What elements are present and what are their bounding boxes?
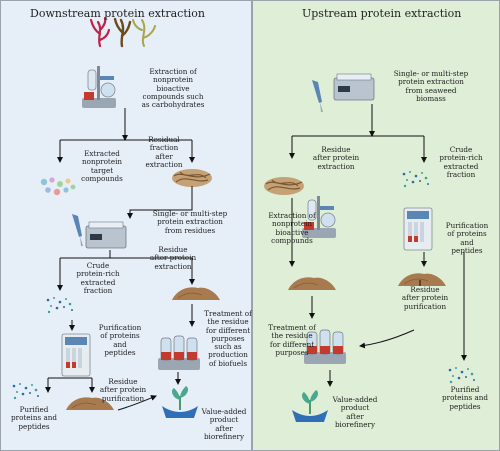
residue-pile-icon: [287, 276, 337, 291]
pipette-icon: [312, 80, 323, 112]
left-panel-title: Downstream protein extraction: [30, 7, 205, 20]
seaweed-icon: [89, 16, 157, 48]
label-residue-after-extraction: Residue after protein extraction: [312, 145, 360, 171]
residue-fibres-icon: [171, 168, 213, 188]
value-added-icon: [161, 385, 199, 419]
label-single-multi-step-biomass: Single- or multi-step protein extraction…: [393, 69, 469, 103]
label-residue-after-purification: Residue after protein purification: [99, 377, 147, 403]
protein-dots-icon: [46, 297, 73, 314]
purification-device-icon: [403, 207, 433, 251]
label-crude-fraction: Crude protein-rich extracted fraction: [76, 261, 120, 295]
residue-fibres-icon: [263, 176, 305, 196]
label-residue-after-purification: Residue after protein purification: [401, 285, 449, 311]
protein-dots-icon: [402, 171, 429, 188]
value-added-icon: [291, 389, 329, 423]
label-value-added: Value-added product after biorefinery: [332, 395, 378, 429]
extract-compounds-icon: [40, 177, 76, 196]
rotary-evaporator-icon: [81, 65, 117, 109]
protein-dots-icon: [12, 383, 39, 400]
label-crude-fraction: Crude protein-rich extracted fraction: [439, 145, 483, 179]
label-single-multi-step: Single- or multi-step protein extraction…: [152, 209, 228, 235]
label-treatment: Treatment of the residue for different p…: [204, 309, 252, 368]
label-extraction-nonprotein: Extraction of nonprotein bioactive compo…: [268, 211, 316, 245]
label-purification: Purification of proteins and peptides: [445, 221, 489, 255]
bioreactor-icon: [157, 335, 201, 371]
water-bath-icon: [85, 221, 127, 249]
label-treatment: Treatment of the residue for different p…: [268, 323, 316, 357]
downstream-panel: [0, 0, 252, 451]
label-extraction-nonprotein: Extraction of nonprotein bioactive compo…: [141, 67, 205, 110]
pipette-icon: [72, 214, 83, 246]
upstream-panel: [252, 0, 500, 451]
label-purification: Purification of proteins and peptides: [98, 323, 142, 357]
label-residual-fraction: Residual fraction after extraction: [145, 135, 183, 169]
residue-pile-icon: [171, 286, 221, 301]
label-purified: Purified proteins and peptides: [442, 385, 488, 411]
protein-dots-icon: [448, 367, 475, 384]
label-extracted-targets: Extracted nonprotein target compounds: [81, 149, 123, 183]
water-bath-icon: [333, 73, 375, 101]
label-value-added: Value-added product after biorefinery: [201, 407, 247, 441]
label-residue-after-extraction: Residue after protein extraction: [149, 245, 197, 271]
right-panel-title: Upstream protein extraction: [302, 7, 462, 20]
purification-device-icon: [61, 333, 91, 377]
label-purified: Purified proteins and peptides: [11, 405, 57, 431]
